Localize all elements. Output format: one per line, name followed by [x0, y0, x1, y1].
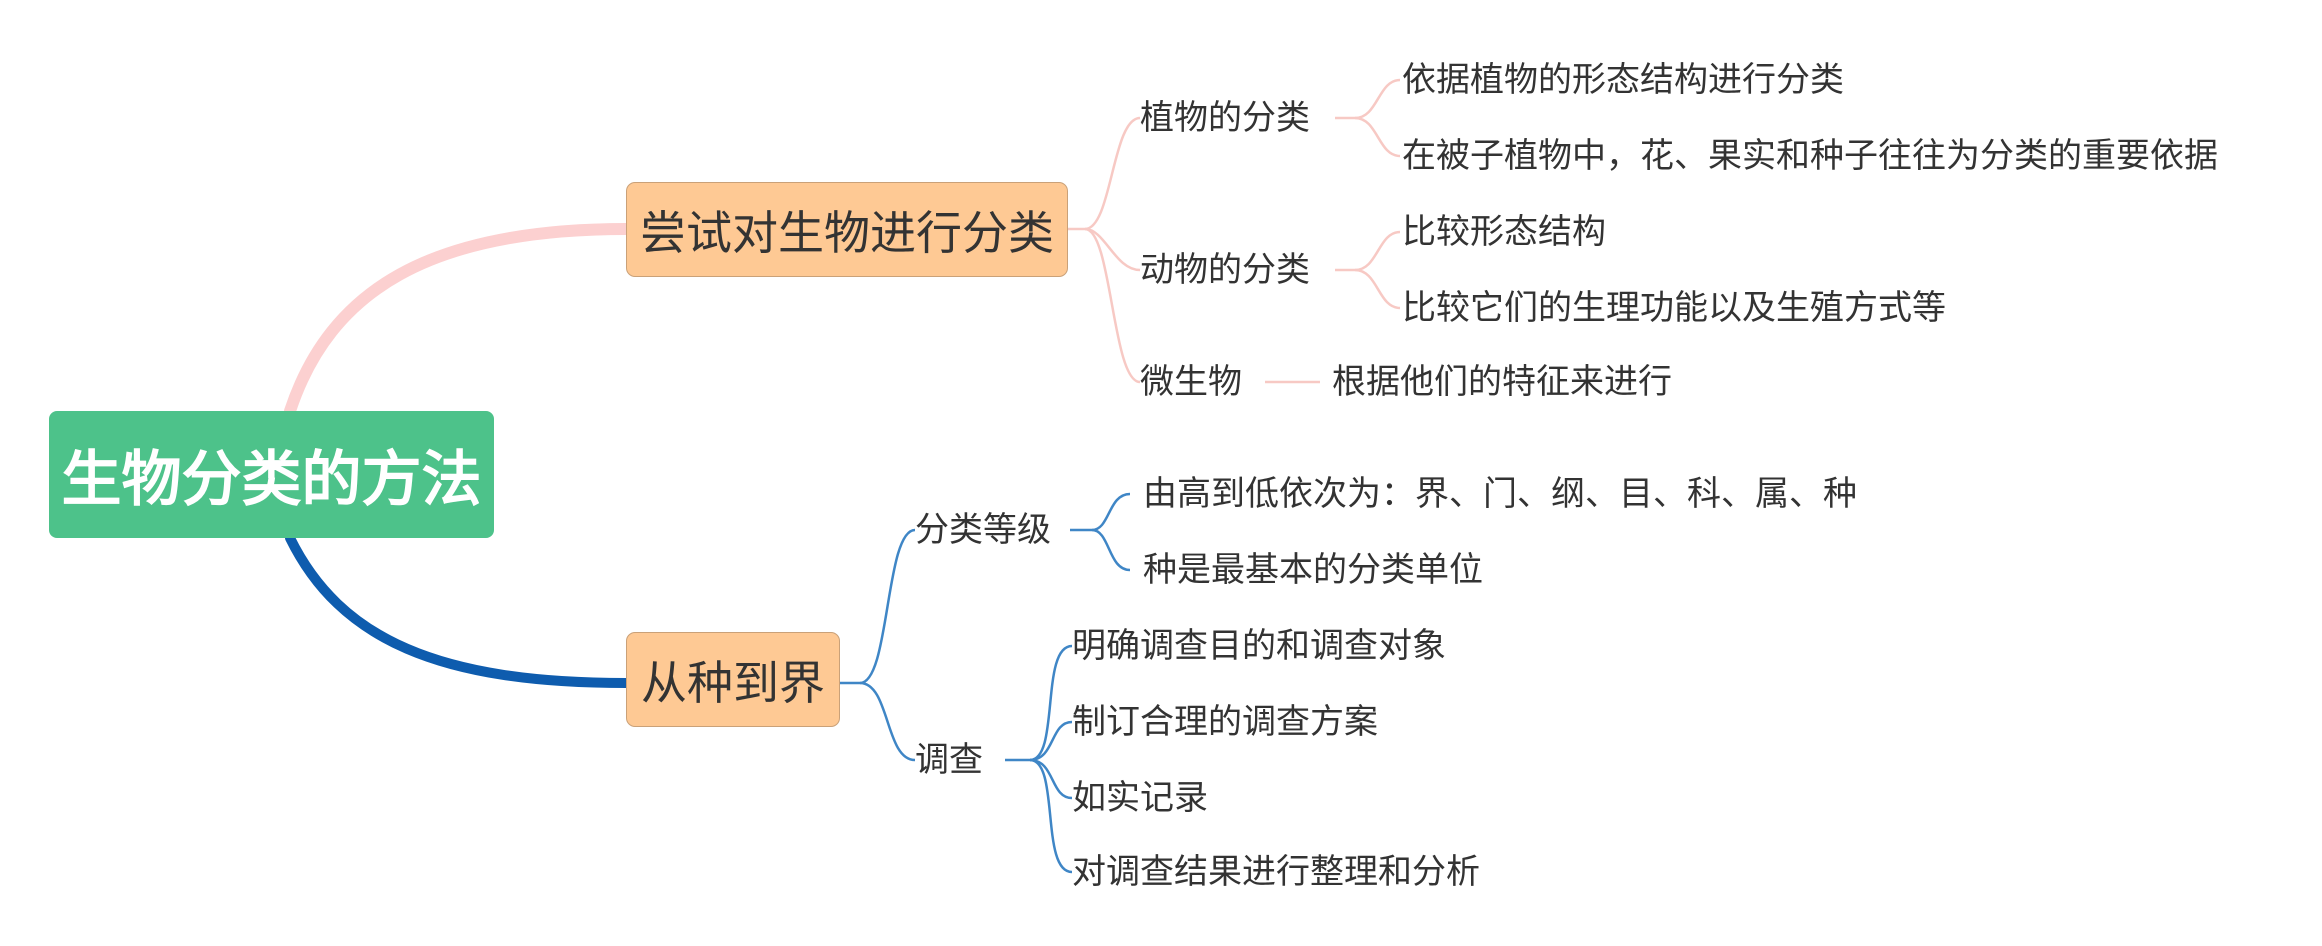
topic-species-to-kingdom[interactable]: 从种到界 — [626, 632, 840, 727]
topic-try-classify[interactable]: 尝试对生物进行分类 — [626, 182, 1068, 277]
microbe-item-1[interactable]: 根据他们的特征来进行 — [1332, 362, 1672, 402]
survey-item-2[interactable]: 制订合理的调查方案 — [1072, 702, 1378, 742]
survey-item-3[interactable]: 如实记录 — [1072, 778, 1208, 818]
plant-item-1[interactable]: 依据植物的形态结构进行分类 — [1402, 60, 1844, 100]
subtopic-survey[interactable]: 调查 — [915, 740, 983, 780]
animal-item-2[interactable]: 比较它们的生理功能以及生殖方式等 — [1402, 288, 1946, 328]
plant-item-2[interactable]: 在被子植物中，花、果实和种子往往为分类的重要依据 — [1402, 136, 2218, 176]
levels-item-2[interactable]: 种是最基本的分类单位 — [1143, 550, 1483, 590]
subtopic-classification-levels[interactable]: 分类等级 — [915, 510, 1051, 550]
subtopic-plant-classification[interactable]: 植物的分类 — [1140, 98, 1310, 138]
animal-item-1[interactable]: 比较形态结构 — [1402, 212, 1606, 252]
subtopic-animal-classification[interactable]: 动物的分类 — [1140, 250, 1310, 290]
survey-item-4[interactable]: 对调查结果进行整理和分析 — [1072, 852, 1480, 892]
subtopic-microbe[interactable]: 微生物 — [1140, 362, 1242, 402]
survey-item-1[interactable]: 明确调查目的和调查对象 — [1072, 626, 1446, 666]
root-topic[interactable]: 生物分类的方法 — [49, 411, 494, 538]
levels-item-1[interactable]: 由高到低依次为：界、门、纲、目、科、属、种 — [1143, 474, 1857, 514]
